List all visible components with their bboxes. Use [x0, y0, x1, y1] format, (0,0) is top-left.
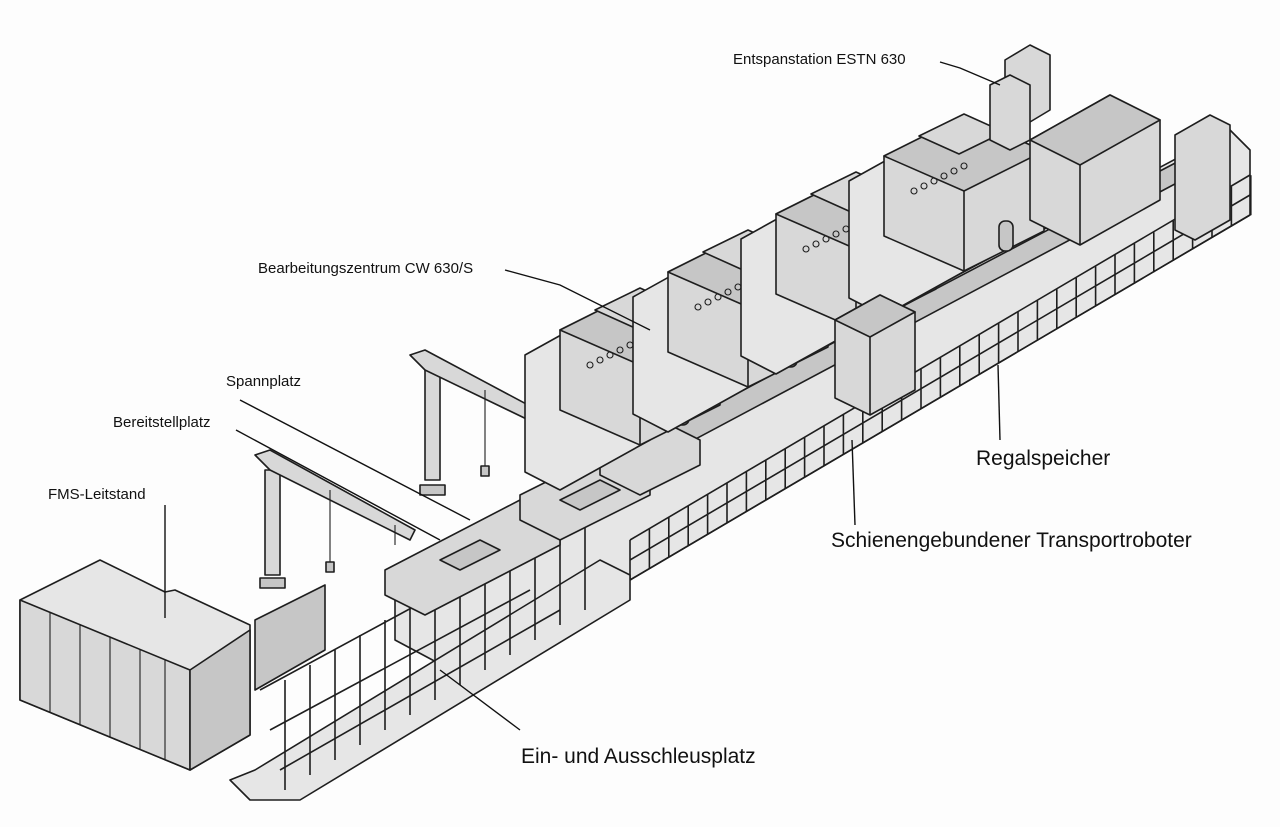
label-ein-ausschleusplatz: Ein- und Ausschleusplatz: [521, 745, 756, 768]
machining-centres: [524, 113, 1045, 491]
label-regalspeicher: Regalspeicher: [976, 447, 1110, 470]
control-room-building: [19, 559, 251, 771]
label-entspanstation: Entspanstation ESTN 630: [733, 51, 906, 68]
loading-area: [229, 500, 631, 801]
label-fms-leitstand: FMS-Leitstand: [48, 486, 146, 503]
label-transportroboter: Schienengebundener Transportroboter: [831, 529, 1192, 552]
deburring-station: [989, 44, 1231, 246]
label-spannplatz: Spannplatz: [226, 373, 301, 390]
label-bearbeitungszentrum: Bearbeitungszentrum CW 630/S: [258, 260, 473, 277]
leader-lines: [164, 61, 1001, 731]
transport-robot: [834, 294, 916, 416]
jib-crane-2: [254, 449, 416, 589]
label-bereitstellplatz: Bereitstellplatz: [113, 414, 211, 431]
